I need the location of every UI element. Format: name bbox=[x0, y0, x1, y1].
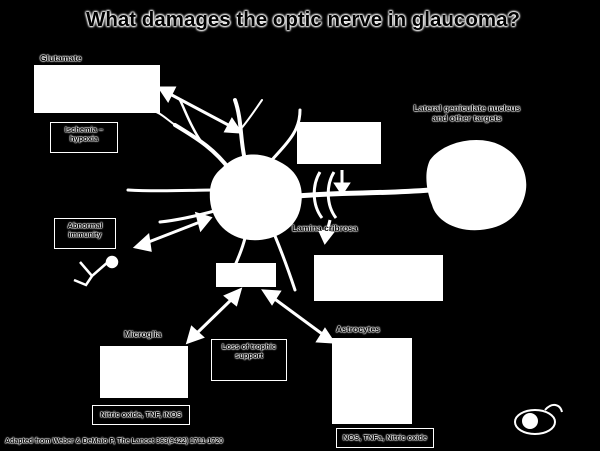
box-astrocytes bbox=[332, 338, 412, 424]
neuron-cell-body bbox=[209, 154, 302, 241]
box-microglia bbox=[100, 346, 188, 398]
label-astrocytes: Astrocytes bbox=[336, 324, 380, 334]
slide-title: What damages the optic nerve in glaucoma… bbox=[86, 8, 521, 31]
box-center bbox=[216, 263, 276, 287]
box-abnormal-immunity: Abnormal immunity bbox=[54, 218, 116, 249]
eye-logo-icon bbox=[514, 404, 563, 435]
arrows bbox=[132, 86, 351, 345]
label-lgn: Lateral geniculate nucleus and other tar… bbox=[413, 103, 521, 123]
target-blob bbox=[426, 140, 527, 231]
eye-drop-icon bbox=[73, 255, 119, 287]
dendrites bbox=[126, 98, 302, 292]
label-microglia: Microglia bbox=[124, 329, 162, 339]
label-glutamate: Glutamate bbox=[40, 53, 82, 63]
axon bbox=[297, 187, 431, 199]
box-no: NOS, TNFa, Nitric oxide bbox=[336, 428, 434, 448]
box-axon-bottom bbox=[314, 255, 443, 301]
box-ischemia: Ischemia – hypoxia bbox=[50, 122, 118, 153]
box-axon-top bbox=[297, 122, 381, 164]
lamina-cribrosa-curve bbox=[326, 171, 338, 219]
box-loss-support: Loss of trophic support bbox=[211, 339, 287, 381]
label-lamina: Lamina cribrosa bbox=[292, 223, 358, 233]
box-glutamate bbox=[34, 65, 160, 113]
box-tnf: Nitric oxide, TNF, iNOS bbox=[92, 405, 190, 425]
lamina-cribrosa-curve bbox=[312, 171, 324, 219]
citation: Adapted from Weber & DeMaio P, The Lance… bbox=[5, 438, 223, 445]
